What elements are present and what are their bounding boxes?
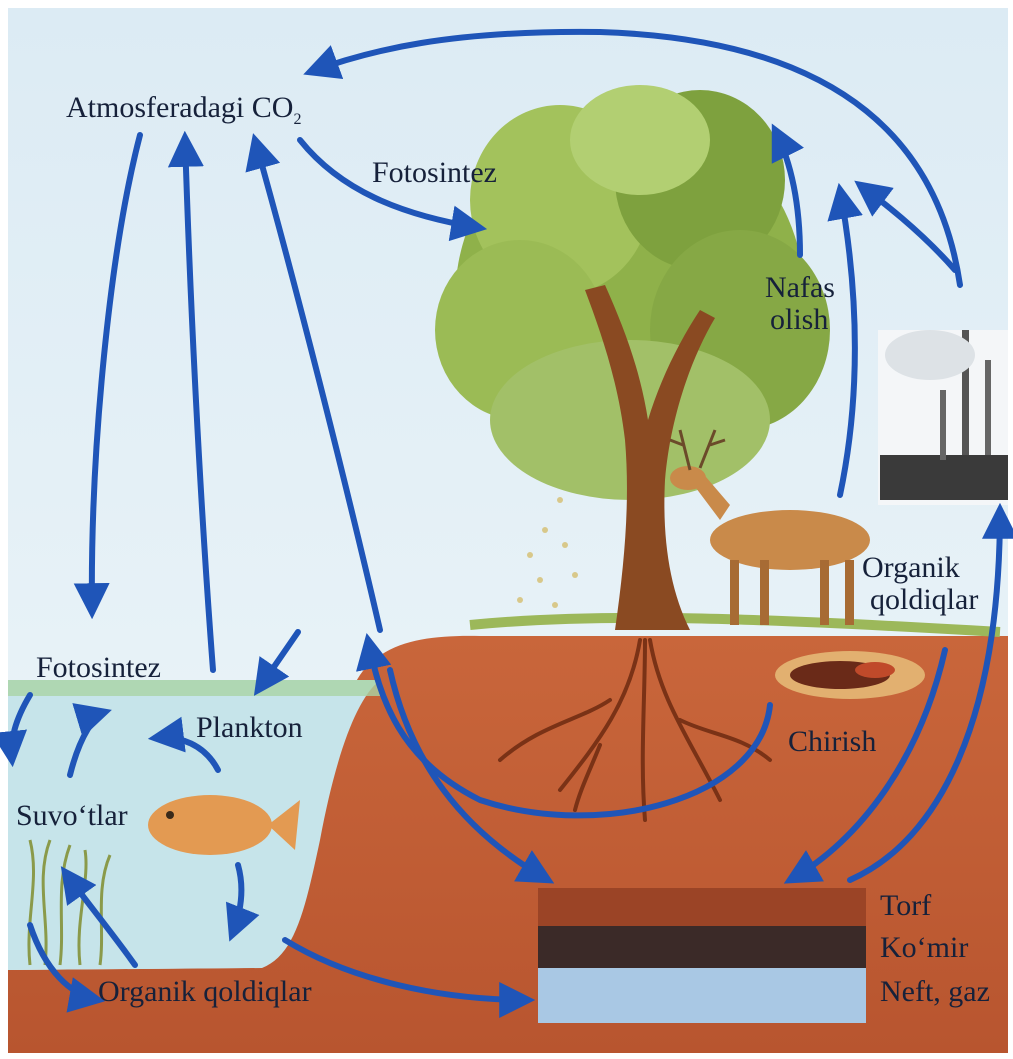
coal-label: Ko‘mir (880, 932, 968, 964)
layer-coal (538, 926, 866, 968)
factory (878, 330, 1008, 505)
decay-pile (775, 651, 925, 699)
photosynthesis-top-label: Fotosintez (372, 157, 497, 189)
peat-label: Torf (880, 890, 931, 922)
organic-remains-bottom-label: Organik qoldiqlar (98, 976, 312, 1008)
plankton-label: Plankton (196, 712, 303, 744)
organic-remains-right-label: Organik qoldiqlar (862, 552, 978, 616)
respiration-label: Nafas olish (765, 272, 835, 336)
layer-oil-gas (538, 968, 866, 1023)
oil-gas-label: Neft, gaz (880, 976, 990, 1008)
photosynthesis-left-label: Fotosintez (36, 652, 161, 684)
atmosphere-label: Atmosferadagi CO2 (66, 92, 301, 136)
layer-peat (538, 888, 866, 926)
decay-label: Chirish (788, 726, 876, 758)
algae-label: Suvo‘tlar (16, 800, 128, 832)
